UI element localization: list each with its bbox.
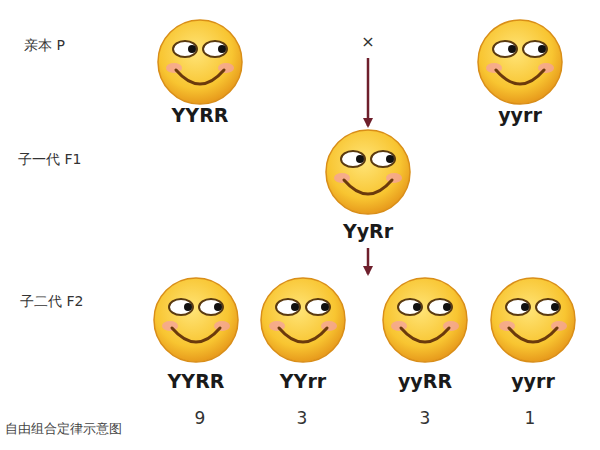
cross-arrow [367, 58, 370, 126]
ratio-number: 3 [297, 408, 308, 429]
emoji-face [383, 278, 467, 362]
genotype-label: YYRR [141, 104, 259, 126]
genotype-label: YYrr [244, 370, 362, 392]
genotype-label: yyRR [366, 370, 484, 392]
genotype-label: yyrr [474, 370, 592, 392]
caption: 自由组合定律示意图 [5, 420, 122, 437]
emoji-face [261, 278, 345, 362]
emoji-face [158, 20, 242, 104]
ratio-number: 1 [525, 408, 536, 429]
ratio-number: 9 [195, 408, 206, 429]
emoji-face [478, 20, 562, 104]
genotype-node: YyRr [309, 128, 427, 242]
ratio-number: 3 [420, 408, 431, 429]
genotype-node: YYRR [137, 276, 255, 392]
genotype-node: YYRR [141, 18, 259, 126]
emoji-face [326, 130, 410, 214]
genotype-label: YYRR [137, 370, 255, 392]
offspring-arrow [367, 248, 370, 274]
genotype-label: YyRr [309, 220, 427, 242]
emoji-face [491, 278, 575, 362]
genotype-node: yyrr [461, 18, 579, 126]
generation-label: 子一代 F1 [18, 150, 81, 168]
genotype-node: YYrr [244, 276, 362, 392]
emoji-face [154, 278, 238, 362]
cross-symbol: × [361, 32, 374, 52]
genotype-node: yyrr [474, 276, 592, 392]
generation-label: 亲本 P [24, 36, 65, 54]
genotype-label: yyrr [461, 104, 579, 126]
genotype-node: yyRR [366, 276, 484, 392]
generation-label: 子二代 F2 [20, 292, 83, 310]
